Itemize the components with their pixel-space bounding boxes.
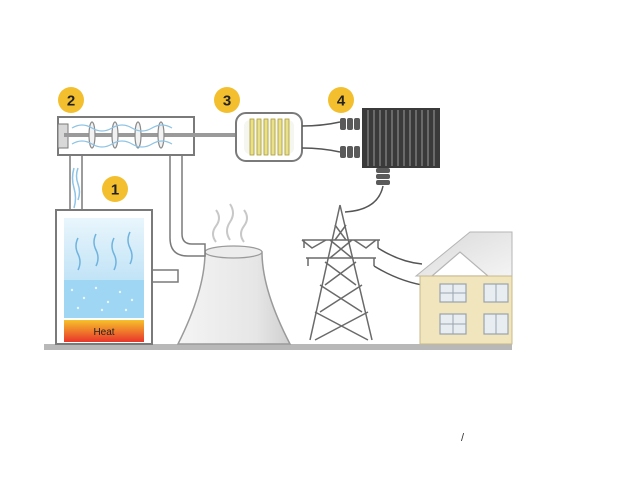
step-badge-1: 1 — [102, 176, 128, 202]
step-badge-3: 3 — [214, 87, 240, 113]
boiler-icon — [55, 209, 153, 345]
step-badge-2: 2 — [58, 87, 84, 113]
transformer-icon — [301, 108, 440, 213]
steam-flow-lines — [71, 167, 81, 209]
step-badge-2-number: 2 — [67, 93, 75, 110]
heat-source — [64, 320, 144, 342]
generator-icon — [235, 112, 303, 162]
step-badge-4: 4 — [328, 87, 354, 113]
house-icon — [414, 231, 513, 345]
stray-mark: / — [461, 432, 465, 444]
ground-line — [44, 344, 512, 350]
pylon-icon — [301, 204, 380, 341]
step-badge-3-number: 3 — [223, 93, 231, 110]
cooling-tower-icon — [176, 203, 292, 345]
turbine-icon — [57, 116, 244, 156]
step-badge-4-number: 4 — [337, 93, 346, 110]
heat-label: Heat — [93, 327, 114, 338]
step-badge-1-number: 1 — [111, 182, 119, 199]
